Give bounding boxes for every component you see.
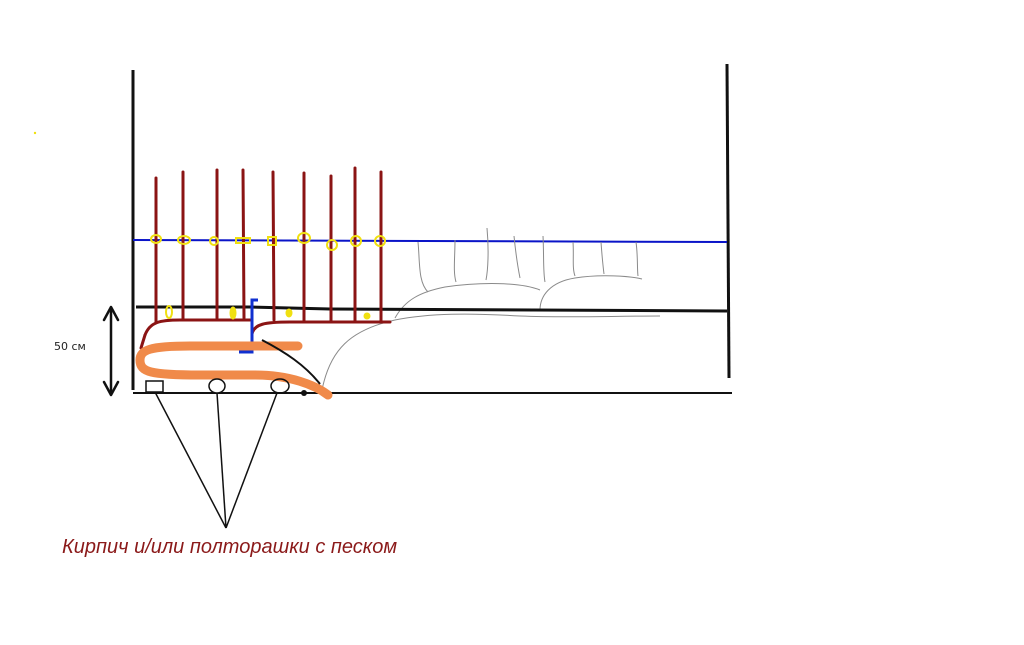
root-5 <box>542 235 546 283</box>
pipe-guide-line <box>261 339 321 385</box>
root-3 <box>485 227 489 281</box>
tank-right-wall <box>725 63 731 379</box>
root-7 <box>600 241 605 275</box>
root-8 <box>635 241 639 277</box>
pointer-bottle-2 <box>225 392 278 529</box>
rail-lower <box>143 318 252 337</box>
pointer-lines <box>154 391 278 529</box>
marker-3 <box>209 236 219 246</box>
terrain-contours <box>321 227 661 391</box>
terrain-mound <box>394 283 541 319</box>
root-1 <box>417 241 429 293</box>
terrain-slope <box>321 313 661 391</box>
bottle-support-1 <box>208 378 226 394</box>
caption-label: Кирпич и/или полторашки с песком <box>62 536 397 558</box>
bottle-support-2 <box>270 378 290 394</box>
shelf-marker-2 <box>229 306 237 320</box>
dimension-arrow <box>102 305 120 397</box>
arrowhead-up <box>102 305 120 322</box>
shelf-markers <box>165 305 371 320</box>
water-line <box>132 239 728 243</box>
pointer-brick <box>154 391 227 529</box>
rail-left-drop <box>139 333 147 350</box>
speck-dot <box>33 131 37 135</box>
marker-6 <box>297 232 311 244</box>
marker-5 <box>267 236 277 246</box>
shelf-line <box>136 305 728 313</box>
root-6 <box>572 241 576 277</box>
water-markers <box>150 232 386 251</box>
marker-9 <box>374 235 386 247</box>
shelf-marker-1 <box>165 305 173 319</box>
marker-7 <box>326 239 338 251</box>
root-4 <box>513 235 521 279</box>
brick-support <box>145 380 164 393</box>
marker-1 <box>150 234 162 244</box>
root-2 <box>453 239 457 283</box>
marker-8 <box>350 235 362 247</box>
shelf-marker-3 <box>285 308 293 318</box>
terrain-mound-right <box>539 275 643 311</box>
anchor-dot <box>301 390 307 396</box>
pointer-bottle-1 <box>216 392 227 529</box>
dimension-label: 50 см <box>54 340 86 353</box>
marker-2 <box>177 235 191 245</box>
arrowhead-down <box>102 380 120 397</box>
marker-4 <box>235 237 251 244</box>
orange-pipe <box>135 341 333 400</box>
blue-bracket <box>239 298 258 354</box>
shelf-marker-4 <box>363 312 371 320</box>
